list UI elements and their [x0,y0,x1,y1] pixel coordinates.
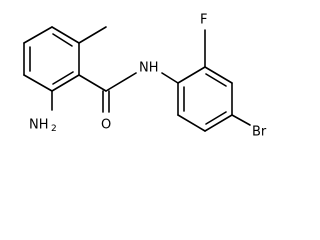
bromine-label: Br [252,125,267,140]
methyl-bond [78,26,107,44]
amine-nitrogen-label: NH [29,118,49,133]
bond-ring-b5 [177,114,206,132]
amine-hydrogen-count: 2 [51,124,57,134]
bond-ring-b1 [177,66,206,84]
double-bond-inner-b1 [205,73,227,87]
nitrogen-aryl-bond [161,72,179,84]
bromine-bond [231,114,251,126]
fluorine-label: F [200,13,207,28]
double-bond-inner-b2 [205,111,227,125]
bond-ring-a4 [51,74,80,92]
carbonyl-oxygen-label: O [101,118,111,133]
right-aromatic-ring [177,66,233,132]
amine-label: NH 2 [29,118,57,135]
double-bond-inner-a3 [52,33,73,47]
double-bond-inner-a2 [52,71,74,85]
carbonyl-nitrogen-bond [105,72,137,92]
left-aromatic-ring [23,26,80,92]
bond-ring-a6 [51,26,80,44]
bond-ring-a3 [23,74,53,92]
amide-nitrogen-label: NH [139,61,159,76]
bond-ring-b4 [204,114,233,132]
bond-ring-a1 [23,26,53,44]
aryl-carbonyl-bond [78,74,107,92]
chemical-structure-diagram: NH 2 O NH F Br [23,13,267,140]
bond-ring-b2 [204,66,233,84]
